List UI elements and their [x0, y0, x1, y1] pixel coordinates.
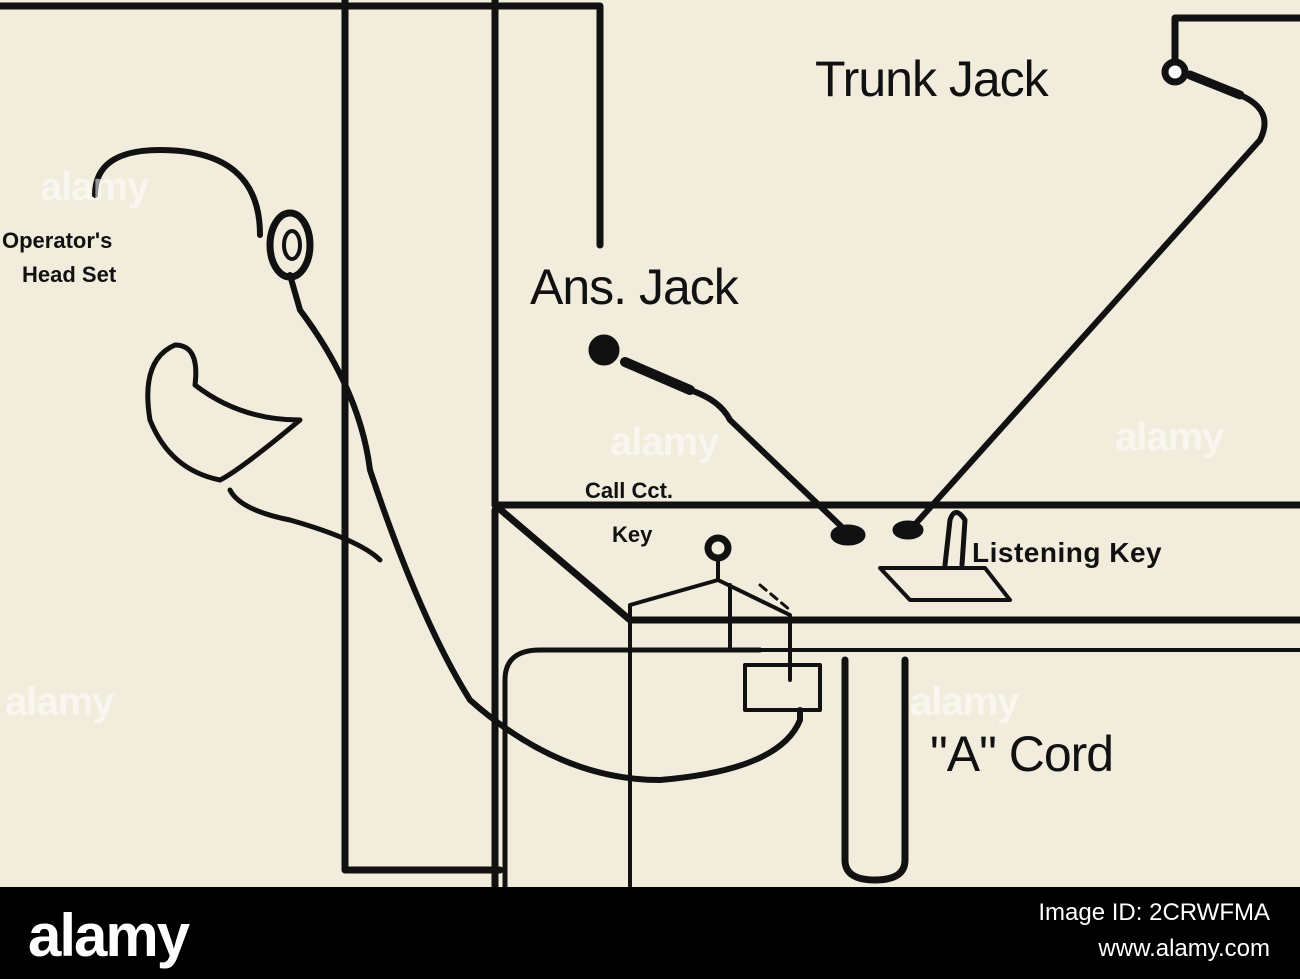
listening-key-label: Listening Key — [972, 537, 1163, 568]
switchboard-drawing — [0, 0, 1300, 887]
ans-jack-socket — [588, 334, 620, 366]
headset-earpiece — [266, 209, 314, 281]
trunk-cord — [907, 92, 1268, 533]
operator-cord — [287, 272, 803, 783]
cabinet-top-line — [0, 2, 604, 249]
call-key-box — [743, 663, 822, 712]
call-key-dashed — [758, 583, 792, 612]
trunk-jack-label: Trunk Jack — [815, 51, 1049, 107]
a-cord-loop — [841, 656, 909, 884]
ans-jack-label: Ans. Jack — [530, 259, 739, 315]
transmitter-horn — [145, 342, 303, 483]
call-cct-key-label-line1: Call Cct. — [585, 478, 674, 503]
listening-key-base — [878, 566, 1012, 602]
listening-key-lever — [942, 510, 968, 568]
operators-head-set-label-line1: Operator's — [2, 228, 113, 253]
headset-band — [92, 147, 263, 238]
trunk-jack-socket — [1161, 58, 1189, 86]
a-cord-label: "A" Cord — [930, 726, 1114, 782]
operators-head-set-label-line2: Head Set — [22, 262, 117, 287]
cabinet-left-wall — [341, 0, 504, 874]
call-key-wires — [628, 578, 792, 887]
image-id-text: Image ID: 2CRWFMA — [1038, 899, 1270, 926]
footer-bar: alamy Image ID: 2CRWFMA www.alamy.com — [0, 887, 1300, 979]
ans-plug — [620, 357, 695, 395]
call-key-knob — [704, 534, 732, 562]
diagram-canvas: Trunk Jack Operator's Head Set Ans. Jack… — [0, 0, 1300, 887]
trunk-plug — [1185, 70, 1245, 100]
site-url-text: www.alamy.com — [1098, 935, 1270, 962]
ans-cord — [687, 387, 848, 533]
alamy-logo: alamy — [28, 902, 190, 969]
call-cct-key-label-line2: Key — [612, 522, 653, 547]
operator-cord-2 — [227, 487, 383, 563]
cabinet-lower-box — [502, 647, 763, 887]
cord-hole-1 — [830, 524, 866, 546]
headset-earpiece-inner — [282, 229, 302, 261]
cord-hole-2 — [892, 520, 924, 540]
trunk-jack-wire — [1171, 14, 1300, 74]
